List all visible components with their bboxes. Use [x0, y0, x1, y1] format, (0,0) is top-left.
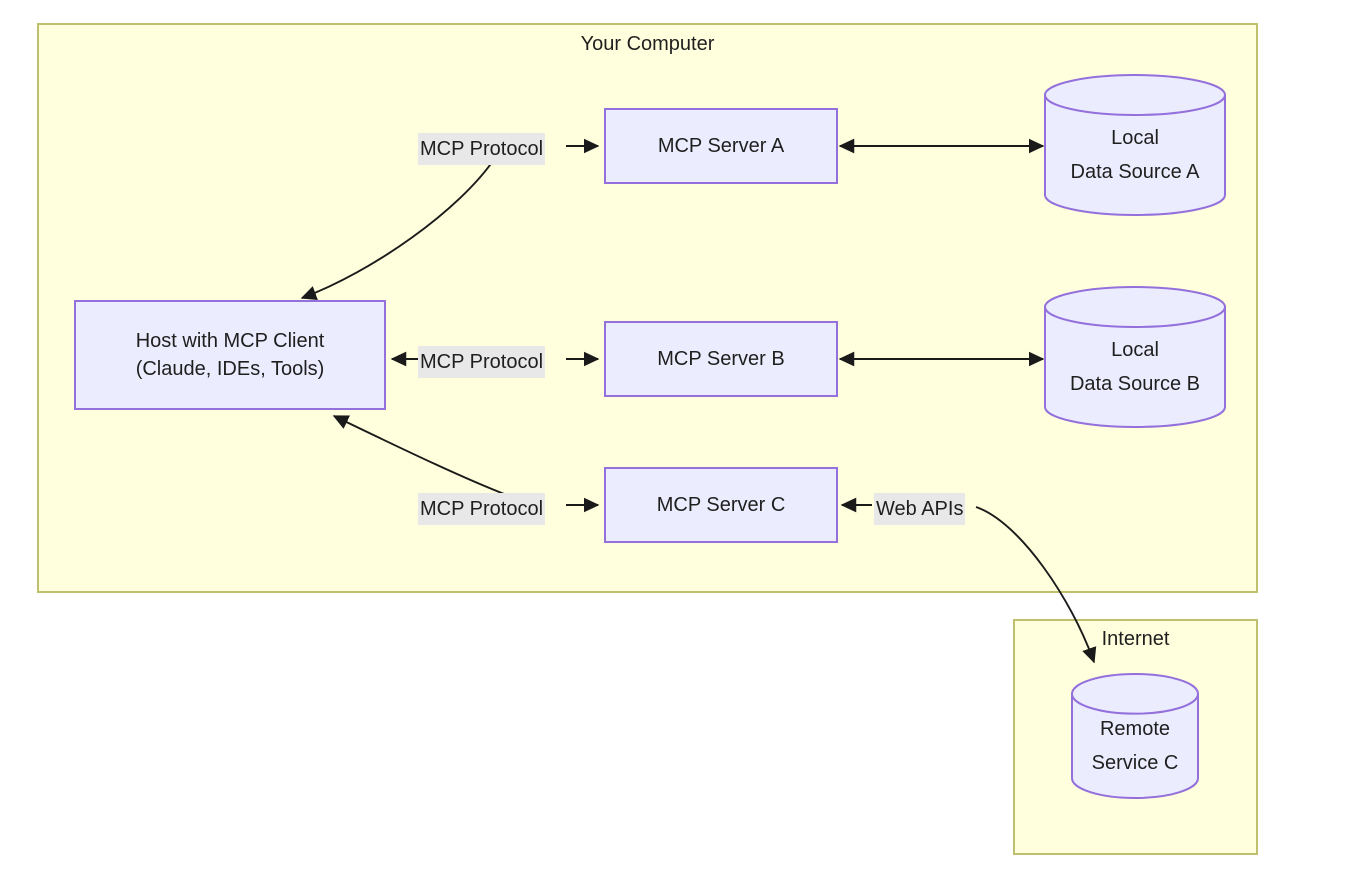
node-mcp-server-a-label: MCP Server A	[657, 135, 785, 157]
node-host-line-1: Host with MCP Client	[135, 330, 325, 352]
container-your-computer-title: Your Computer	[580, 33, 715, 55]
container-internet-title: Internet	[1101, 628, 1170, 650]
cylinder-shape-datasource-b	[1044, 286, 1226, 428]
node-mcp-server-b[interactable]: MCP Server B	[604, 321, 838, 397]
node-host-line-2: (Claude, IDEs, Tools)	[135, 358, 325, 380]
node-host-with-mcp-client[interactable]: Host with MCP Client (Claude, IDEs, Tool…	[74, 300, 386, 410]
edge-label-mcp-protocol-c: MCP Protocol	[418, 493, 546, 525]
edge-label-mcp-protocol-a: MCP Protocol	[418, 133, 546, 165]
node-mcp-server-a[interactable]: MCP Server A	[604, 108, 838, 184]
cylinder-shape-datasource-a	[1044, 74, 1226, 216]
node-mcp-server-b-label: MCP Server B	[657, 348, 785, 370]
node-local-data-source-a[interactable]: Local Data Source A	[1044, 74, 1226, 216]
node-local-data-source-b[interactable]: Local Data Source B	[1044, 286, 1226, 428]
node-mcp-server-c-label: MCP Server C	[656, 494, 786, 516]
node-mcp-server-c[interactable]: MCP Server C	[604, 467, 838, 543]
edge-label-mcp-protocol-b: MCP Protocol	[418, 346, 546, 378]
edge-label-web-apis: Web APIs	[874, 493, 966, 525]
node-remote-service-c[interactable]: Remote Service C	[1071, 673, 1199, 799]
cylinder-shape-remote-service-c	[1071, 673, 1199, 799]
